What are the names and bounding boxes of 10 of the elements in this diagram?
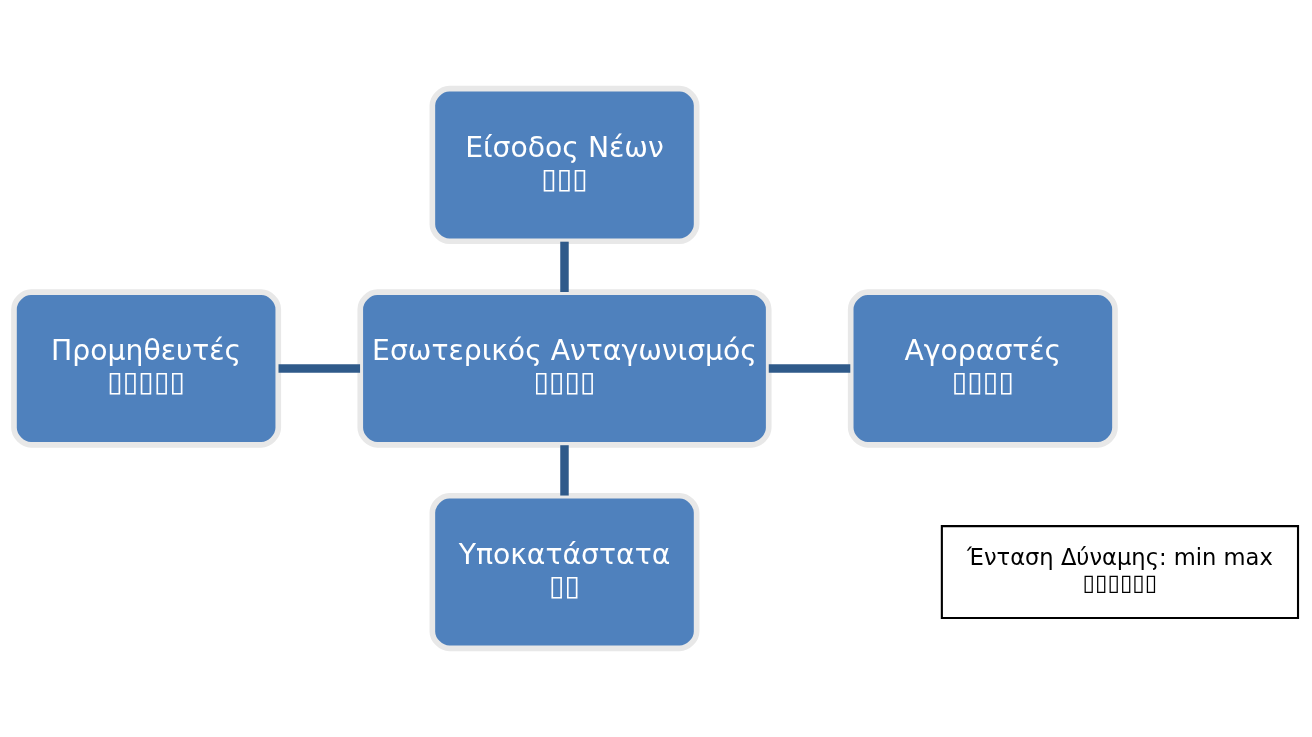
node-box: Εσωτερικός Ανταγωνισμός ▯▯▯▯ [357,289,772,448]
connector [768,364,851,373]
connector [560,445,569,496]
node-box: Υποκατάστατα ▯▯ [429,492,700,652]
node-box: Ένταση Δύναμης: min max ▯▯▯▯▯▯ [940,525,1300,619]
node-box: Είσοδος Νέων ▯▯▯ [429,85,700,245]
node-box: Προμηθευτές ▯▯▯▯▯ [11,289,282,448]
connector [560,241,569,292]
node-box: Αγοραστές ▯▯▯▯ [847,289,1118,448]
connector [278,364,361,373]
